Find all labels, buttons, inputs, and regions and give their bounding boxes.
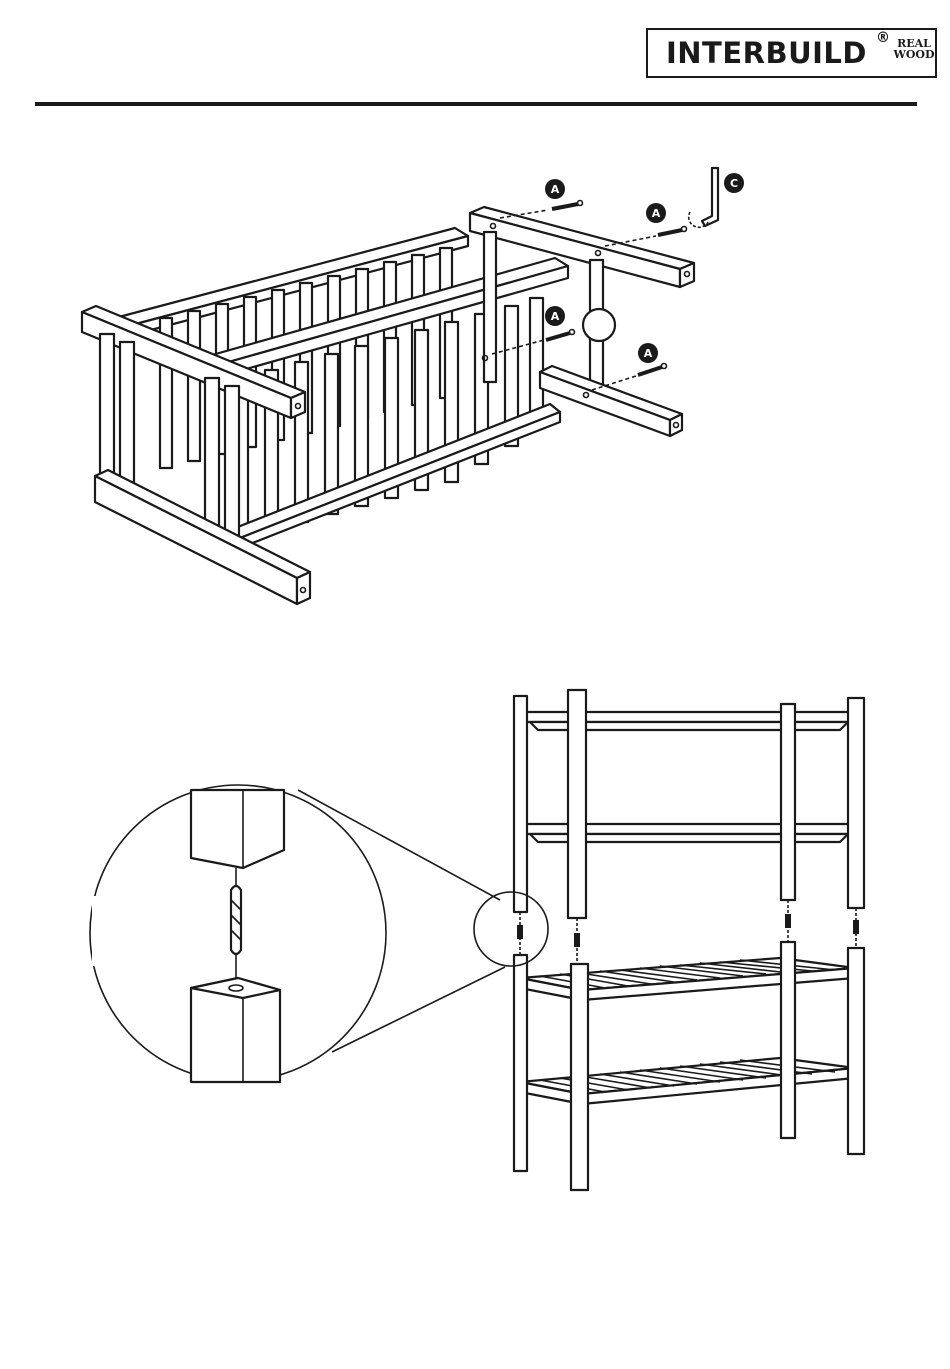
left-end-upright-1 bbox=[100, 334, 114, 484]
highlight-marker bbox=[583, 309, 615, 341]
allen-wrench bbox=[689, 168, 718, 227]
svg-text:A: A bbox=[652, 207, 661, 220]
bolt-badge-2: A bbox=[646, 203, 666, 223]
detail-source-circle bbox=[474, 892, 548, 966]
svg-text:C: C bbox=[730, 177, 738, 190]
top-unit bbox=[514, 690, 864, 918]
right-end-upright-1 bbox=[484, 232, 496, 382]
step2-illustration bbox=[90, 690, 864, 1190]
bottom-unit bbox=[514, 942, 864, 1190]
svg-text:A: A bbox=[551, 183, 560, 196]
detail-magnifier bbox=[90, 785, 386, 1082]
wrench-badge: C bbox=[724, 173, 744, 193]
svg-text:A: A bbox=[644, 347, 653, 360]
bolt-badge-1: A bbox=[545, 179, 565, 199]
bolt-badge-3: A bbox=[545, 306, 565, 326]
left-end-upright-2 bbox=[205, 378, 219, 538]
bolt-badge-4: A bbox=[638, 343, 658, 363]
svg-text:A: A bbox=[551, 310, 560, 323]
step1-illustration: A A A A C bbox=[82, 168, 744, 604]
